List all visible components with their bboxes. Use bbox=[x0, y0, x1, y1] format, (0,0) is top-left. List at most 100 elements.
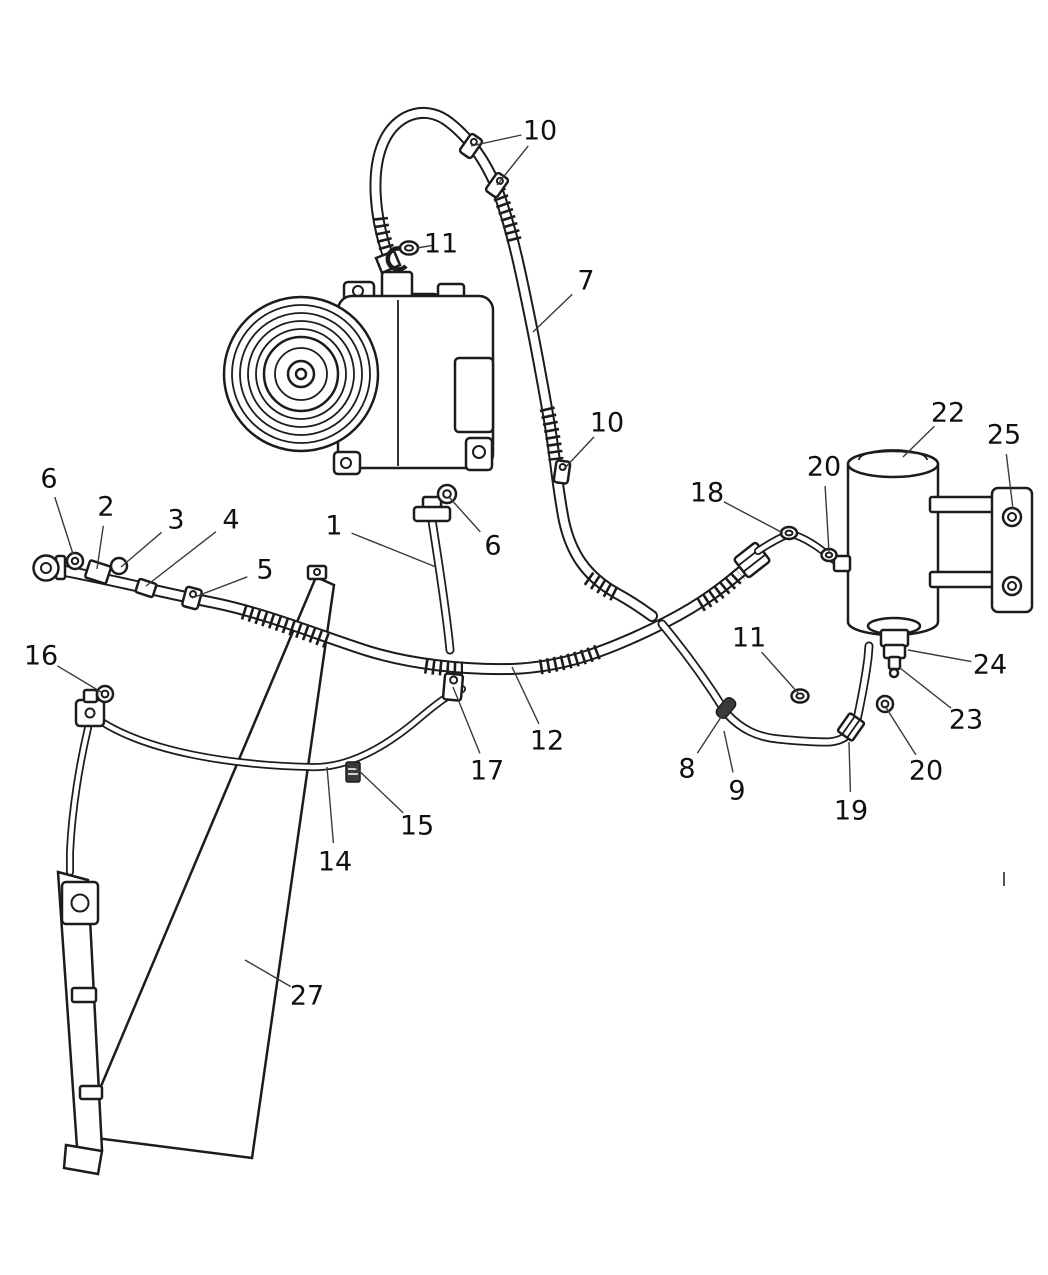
callout-label: 25 bbox=[987, 420, 1021, 451]
callout-leader bbox=[54, 496, 74, 555]
drier-valve-23 bbox=[887, 655, 902, 671]
compressor bbox=[222, 270, 495, 476]
callout-leader bbox=[191, 576, 248, 599]
callout-label: 16 bbox=[24, 641, 58, 672]
callout-label: 10 bbox=[523, 116, 557, 147]
callout-label: 6 bbox=[484, 531, 501, 562]
callout-5: 5 bbox=[191, 555, 274, 599]
callout-6: 6 bbox=[448, 496, 502, 562]
callout-label: 15 bbox=[400, 811, 434, 842]
callout-label: 5 bbox=[256, 555, 273, 586]
stud-15 bbox=[345, 761, 361, 783]
o-ring-20-bottom bbox=[875, 694, 895, 714]
compressor-port bbox=[412, 505, 452, 523]
callout-leader bbox=[723, 501, 784, 534]
callout-6: 6 bbox=[40, 464, 74, 555]
callout-leader bbox=[470, 134, 522, 147]
callout-label: 11 bbox=[424, 229, 458, 260]
callout-leader bbox=[723, 730, 734, 773]
callout-leader bbox=[452, 686, 481, 754]
condenser-side-member bbox=[56, 870, 104, 1176]
callout-10: 10 bbox=[470, 116, 557, 186]
callout-leader bbox=[1005, 453, 1014, 510]
callout-leader bbox=[824, 485, 830, 553]
callout-leader bbox=[761, 651, 800, 695]
grommet-8 bbox=[715, 697, 737, 719]
drier-bracket-25 bbox=[928, 486, 1034, 614]
o-ring-11-top bbox=[398, 240, 420, 256]
callout-leader bbox=[696, 710, 726, 754]
o-ring-11-right bbox=[790, 688, 810, 704]
callout-label: 8 bbox=[678, 754, 695, 785]
callout-leader bbox=[145, 531, 217, 587]
elbow-fitting-19 bbox=[836, 712, 866, 742]
hose-clamp-10-c bbox=[552, 459, 572, 485]
callout-label: 22 bbox=[931, 398, 965, 429]
callout-label: 9 bbox=[728, 776, 745, 807]
callout-leader bbox=[244, 959, 291, 988]
callout-7: 7 bbox=[532, 266, 595, 333]
callout-label: 7 bbox=[577, 266, 594, 297]
callout-leader bbox=[326, 766, 335, 844]
callout-22: 22 bbox=[902, 398, 965, 458]
callout-leader bbox=[496, 145, 529, 186]
callout-label: 2 bbox=[97, 492, 114, 523]
callout-leader bbox=[907, 649, 972, 663]
condenser bbox=[78, 564, 336, 1160]
o-ring-6-compressor bbox=[436, 483, 458, 505]
callout-24: 24 bbox=[907, 649, 1007, 681]
valve-body-2 bbox=[84, 559, 112, 585]
callout-18: 18 bbox=[690, 478, 784, 534]
callout-leader bbox=[562, 436, 595, 471]
callout-25: 25 bbox=[987, 420, 1021, 510]
callout-label: 27 bbox=[290, 981, 324, 1012]
callout-15: 15 bbox=[352, 764, 434, 842]
tube-1 bbox=[412, 495, 452, 650]
callout-20: 20 bbox=[884, 705, 943, 787]
side-member-foot bbox=[62, 1143, 104, 1176]
callout-label: 19 bbox=[834, 796, 868, 827]
callout-leader bbox=[351, 532, 437, 568]
o-ring-6-left bbox=[65, 551, 85, 571]
callout-label: 14 bbox=[318, 847, 352, 878]
callout-label: 12 bbox=[530, 726, 564, 757]
callout-label: 20 bbox=[807, 452, 841, 483]
callout-8: 8 bbox=[678, 710, 726, 785]
valve-cap-3 bbox=[109, 556, 129, 576]
callout-leader bbox=[884, 705, 917, 756]
callout-leader bbox=[448, 496, 481, 533]
callout-label: 24 bbox=[973, 650, 1007, 681]
callout-label: 6 bbox=[40, 464, 57, 495]
callout-label: 11 bbox=[732, 623, 766, 654]
callout-9: 9 bbox=[723, 730, 746, 807]
callout-3: 3 bbox=[120, 505, 185, 568]
fitting-4 bbox=[134, 577, 158, 599]
callout-10: 10 bbox=[562, 408, 624, 471]
clutch-pulley bbox=[222, 295, 380, 453]
callout-12: 12 bbox=[511, 666, 564, 757]
o-ring-16 bbox=[95, 684, 115, 704]
callout-leader bbox=[120, 531, 163, 568]
callout-2: 2 bbox=[96, 492, 115, 570]
callout-23: 23 bbox=[899, 667, 983, 736]
callout-label: 17 bbox=[470, 756, 504, 787]
o-ring-20-top bbox=[820, 547, 838, 563]
callout-17: 17 bbox=[452, 686, 504, 787]
line-end-fitting bbox=[32, 554, 67, 582]
hose-end-ring bbox=[385, 246, 408, 272]
callout-14: 14 bbox=[318, 766, 352, 878]
callout-11: 11 bbox=[732, 623, 800, 695]
drier-inlet-stub bbox=[758, 534, 852, 573]
callout-label: 18 bbox=[690, 478, 724, 509]
callout-leader bbox=[352, 764, 404, 814]
callout-label: 23 bbox=[949, 705, 983, 736]
callout-leader bbox=[511, 666, 540, 725]
hose-7 bbox=[375, 113, 652, 616]
callout-19: 19 bbox=[834, 741, 868, 827]
callout-label: 4 bbox=[222, 505, 239, 536]
callout-label: 1 bbox=[325, 511, 342, 542]
o-ring-18 bbox=[779, 525, 799, 541]
